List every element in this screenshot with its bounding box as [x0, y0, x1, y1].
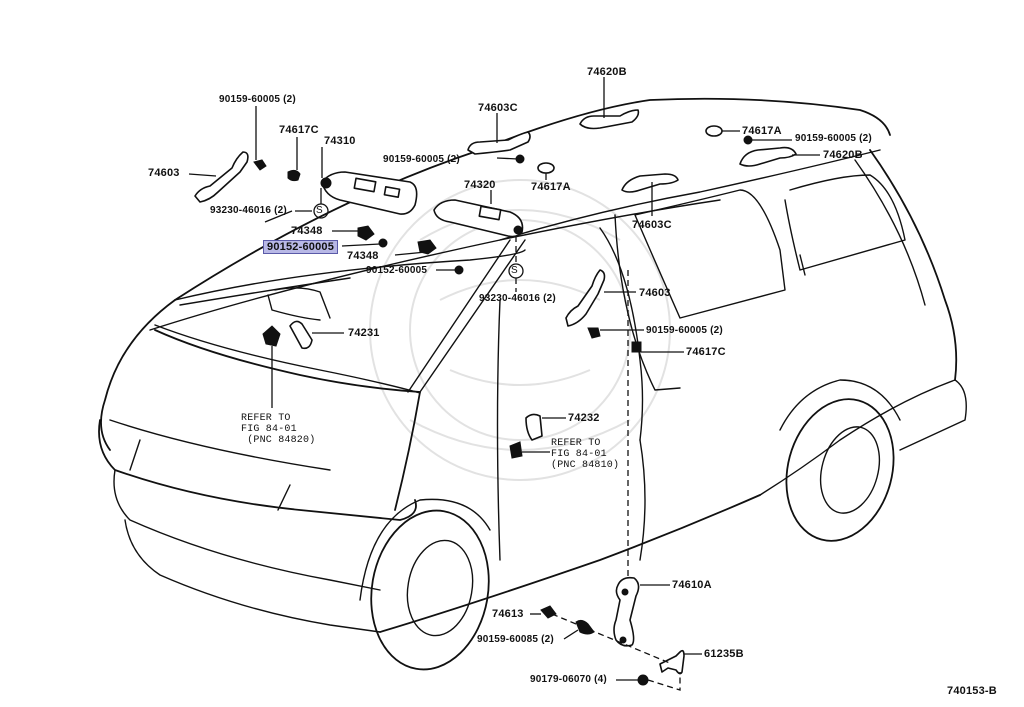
part-61235b-bracket[interactable] — [659, 649, 685, 675]
label-90159-60005-left[interactable]: 90159-60005 (2) — [219, 94, 296, 105]
part-74348-holder-b[interactable] — [417, 239, 437, 255]
label-90152-60005-b[interactable]: 90152-60005 — [366, 265, 428, 276]
part-74617c-cap-right[interactable] — [631, 341, 642, 353]
part-74320-sun-visor-right[interactable] — [433, 199, 524, 238]
part-74617a-cap-right[interactable] — [705, 125, 723, 137]
part-74603c-grip-top[interactable] — [467, 131, 531, 155]
part-74610a-grip[interactable] — [613, 576, 640, 647]
part-74620b-grip-top[interactable] — [579, 109, 640, 130]
note-refer-pnc-84810[interactable]: REFER TO FIG 84-01 (PNC 84810) — [551, 438, 620, 471]
van-body-outline — [98, 97, 967, 671]
label-74613[interactable]: 74613 — [492, 608, 524, 620]
part-84820-clip[interactable] — [262, 325, 281, 347]
part-90152-60005-screw-a[interactable] — [378, 238, 388, 248]
part-90159-60005-screw-left[interactable] — [253, 159, 267, 171]
part-74232-hook[interactable] — [525, 413, 543, 441]
part-74603-grip-door[interactable] — [565, 269, 606, 327]
label-74320[interactable]: 74320 — [464, 179, 496, 191]
part-90159-60005-screw-door[interactable] — [587, 327, 601, 339]
label-74617a-right[interactable]: 74617A — [742, 125, 782, 137]
label-90159-60005-door[interactable]: 90159-60005 (2) — [646, 325, 723, 336]
label-74348-b[interactable]: 74348 — [347, 250, 379, 262]
label-74620b-top[interactable]: 74620B — [587, 66, 627, 78]
part-74603c-grip-right[interactable] — [621, 173, 679, 193]
part-74617a-cap-mid[interactable] — [537, 162, 555, 174]
label-74603c-top[interactable]: 74603C — [478, 102, 518, 114]
s-symbol-mid: S — [511, 265, 518, 276]
label-74310[interactable]: 74310 — [324, 135, 356, 147]
part-74348-holder-a[interactable] — [357, 225, 375, 241]
part-90159-60005-screw-right[interactable] — [743, 135, 753, 145]
label-74231[interactable]: 74231 — [348, 327, 380, 339]
label-93230-46016-left[interactable]: 93230-46016 (2) — [210, 205, 287, 216]
label-74620b-right[interactable]: 74620B — [823, 149, 863, 161]
part-74603-left-grip[interactable] — [194, 151, 249, 203]
part-74613-cap[interactable] — [540, 605, 557, 619]
label-90159-60085[interactable]: 90159-60085 (2) — [477, 634, 554, 645]
part-84810-clip[interactable] — [509, 441, 523, 459]
part-74620b-grip-right[interactable] — [739, 146, 797, 167]
figure-code: 740153-B — [947, 685, 997, 697]
label-74603-left[interactable]: 74603 — [148, 167, 180, 179]
s-symbol-left: S — [316, 205, 323, 216]
label-90179-06070[interactable]: 90179-06070 (4) — [530, 674, 607, 685]
part-74231-hook[interactable] — [289, 320, 313, 350]
label-74603c-right[interactable]: 74603C — [632, 219, 672, 231]
label-93230-46016-mid[interactable]: 93230-46016 (2) — [479, 293, 556, 304]
label-74232[interactable]: 74232 — [568, 412, 600, 424]
label-61235b[interactable]: 61235B — [704, 648, 744, 660]
note-refer-pnc-84820[interactable]: REFER TO FIG 84-01 (PNC 84820) — [241, 413, 316, 446]
part-90179-06070-nut[interactable] — [637, 674, 649, 686]
label-90159-60005-right[interactable]: 90159-60005 (2) — [795, 133, 872, 144]
label-74617c-right[interactable]: 74617C — [686, 346, 726, 358]
label-74603-right[interactable]: 74603 — [639, 287, 671, 299]
label-74617a-mid[interactable]: 74617A — [531, 181, 571, 193]
label-74617c-left[interactable]: 74617C — [279, 124, 319, 136]
part-90152-60005-screw-b[interactable] — [454, 265, 464, 275]
part-74310-sun-visor-left[interactable] — [320, 171, 418, 215]
label-90159-60005-mid[interactable]: 90159-60005 (2) — [383, 154, 460, 165]
leader-lines — [188, 77, 820, 691]
label-90152-60005-selected[interactable]: 90152-60005 — [263, 240, 339, 254]
label-74348-a[interactable]: 74348 — [291, 225, 323, 237]
part-74617c-cap-left[interactable] — [287, 169, 301, 182]
label-74610a[interactable]: 74610A — [672, 579, 712, 591]
